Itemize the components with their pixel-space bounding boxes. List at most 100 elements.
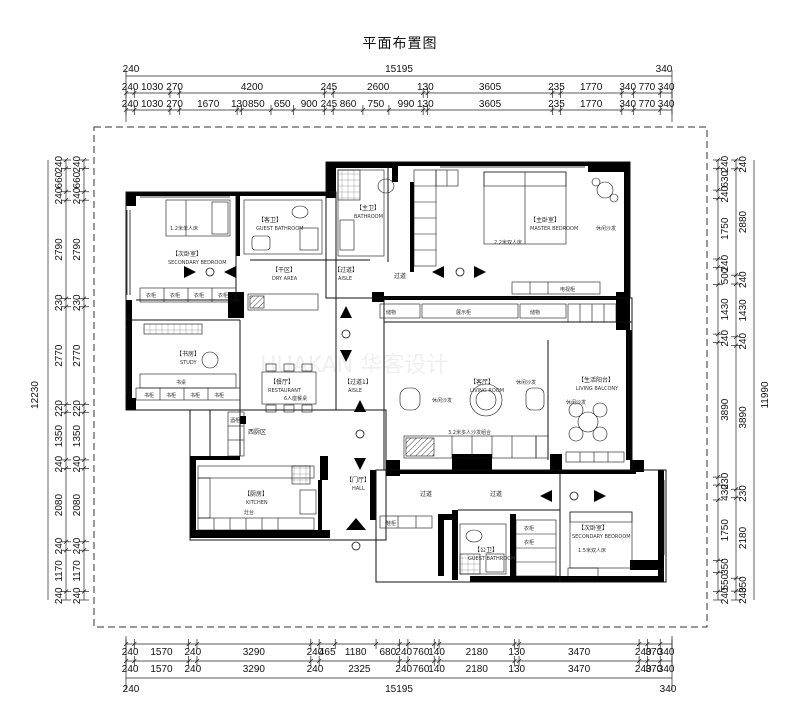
dimension-label: 240	[720, 587, 731, 604]
dimension-slash	[405, 658, 411, 664]
dimension-slash	[405, 641, 411, 647]
dimension-label: 130	[417, 82, 434, 93]
dimension-label: 240	[720, 330, 731, 347]
dimension-slash	[132, 641, 137, 647]
dimension-label: 1770	[580, 82, 603, 93]
living-leisure-1: 休闲沙发	[432, 397, 452, 404]
dimension-label: 240	[738, 271, 749, 288]
wine-cab-label: 酒柜	[230, 417, 240, 424]
dimension-slash	[123, 90, 129, 96]
wardrobe-label-4: 衣柜	[218, 292, 228, 299]
dimension-slash	[636, 658, 642, 664]
dimension-slash	[386, 107, 392, 113]
dimension-slash	[733, 166, 739, 172]
dimension-label: 2790	[72, 238, 83, 261]
dimension-label: 550	[720, 573, 731, 590]
dining-table-label: 6人座餐桌	[284, 395, 307, 402]
dimension-slash	[291, 107, 296, 113]
kitchen-en: KITCHEN	[246, 500, 268, 506]
study-book-4: 书柜	[214, 392, 224, 399]
dimension-label: 130	[417, 99, 434, 110]
living-en: LIVING ROOM	[470, 388, 504, 394]
dimension-slash	[733, 281, 739, 287]
dimension-slash	[733, 157, 739, 163]
dimension-label: 760	[413, 664, 430, 675]
dimension-label: 1750	[720, 217, 731, 240]
dimension-slash	[81, 539, 87, 545]
dimension-label: 650	[274, 99, 291, 110]
dimension-label: 240	[635, 664, 652, 675]
dimension-label: 3605	[479, 82, 502, 93]
master-bathroom	[337, 169, 395, 257]
bed-12-label: 1.2米单人床	[170, 225, 198, 232]
western-kitchen-label: 西厨区	[248, 429, 266, 436]
dimension-slash	[123, 658, 129, 664]
secondary-bedroom-3-en: SECONDARY BEDROOM	[168, 260, 227, 266]
dimension-slash	[733, 575, 739, 581]
top-right-end-label: 340	[656, 64, 673, 75]
dimension-slash	[63, 304, 69, 310]
dimension-slash	[715, 166, 721, 171]
dimension-slash	[330, 90, 336, 96]
dimension-label: 660	[72, 171, 83, 188]
dimension-slash	[132, 90, 137, 96]
dimension-label: 340	[658, 82, 675, 93]
dimension-slash	[177, 107, 182, 113]
dimension-label: 370	[645, 647, 662, 658]
dimension-slash	[715, 187, 721, 193]
second-bath-label: 【公卫】	[474, 547, 498, 554]
hall-en: HALL	[352, 486, 365, 492]
dimension-label: 3470	[568, 664, 591, 675]
dimension-slash	[167, 107, 173, 113]
dimension-label: 900	[301, 99, 318, 110]
dimension-label: 130	[231, 99, 248, 110]
bottom-dimension-lines	[125, 636, 673, 690]
dimension-label: 130	[508, 647, 525, 658]
dimension-slash	[332, 641, 338, 647]
bottom-left-end-label: 240	[123, 684, 140, 695]
dry-area-en: DRY AREA	[272, 276, 298, 282]
bed-top-left	[165, 199, 231, 237]
dimension-label: 2180	[466, 647, 489, 658]
dimension-slash	[631, 90, 636, 96]
dimension-slash	[516, 641, 522, 647]
dining-table	[261, 363, 317, 413]
dimension-slash	[63, 189, 69, 195]
dimension-label: 240	[72, 155, 83, 172]
dimension-label: 240	[720, 185, 731, 202]
dimension-slash	[234, 107, 240, 113]
windows	[126, 163, 665, 555]
dimension-label: 240	[72, 187, 83, 204]
kitchen-counters	[197, 465, 317, 531]
study-furniture	[135, 323, 241, 401]
dimension-slash	[373, 641, 379, 647]
guest-bathroom	[243, 199, 323, 255]
aisle-c-label: 过道	[490, 490, 502, 498]
top-left-end-label: 240	[123, 64, 140, 75]
entry-cabinet	[379, 515, 433, 529]
dimension-label: 1170	[54, 560, 65, 582]
dimension-label: 3605	[479, 99, 502, 110]
dimension-label: 130	[508, 664, 525, 675]
dimension-label: 235	[548, 82, 565, 93]
secondary-bedroom-3-label: 【次卧室】	[172, 250, 202, 258]
master-bed-size: 2.2米双人床	[494, 239, 522, 246]
dimension-label: 770	[639, 99, 656, 110]
dimension-slash	[715, 474, 721, 480]
dimension-label: 240	[122, 664, 139, 675]
dimension-label: 270	[166, 99, 183, 110]
second-bedroom-label: 【次卧室】	[578, 524, 608, 532]
dimension-slash	[431, 641, 437, 647]
dimension-label: 240	[122, 647, 139, 658]
corridor1-en: AISLE	[338, 276, 352, 282]
dimension-label: 1770	[580, 99, 603, 110]
dimension-label: 240	[54, 537, 65, 554]
dimension-slash	[81, 166, 87, 171]
left-dimension-ticks	[61, 157, 89, 601]
dimension-label: 240	[720, 254, 731, 271]
living-sofa: 3.2米多人沙发组合	[448, 429, 491, 436]
second-bathroom	[459, 523, 507, 575]
dimension-slash	[657, 107, 663, 113]
dimension-slash	[123, 641, 129, 647]
